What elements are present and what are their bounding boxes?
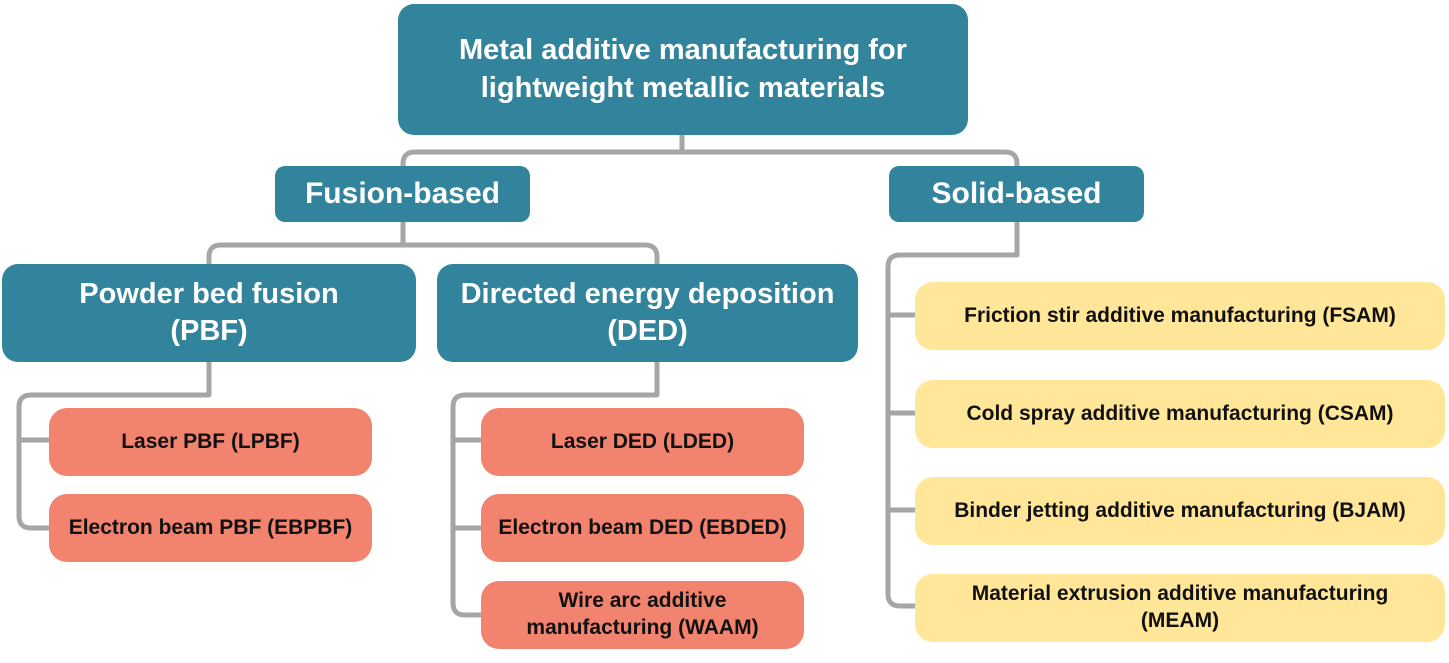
fusion-based-node: Fusion-based xyxy=(275,166,530,222)
ded-node: Directed energy deposition (DED) xyxy=(437,264,858,362)
meam-node: Material extrusion additive manufacturin… xyxy=(915,574,1445,642)
bjam-label: Binder jetting additive manufacturing (B… xyxy=(954,498,1406,522)
connector-solid-children xyxy=(885,219,1020,609)
ebded-label: Electron beam DED (EBDED) xyxy=(498,515,787,539)
root-node-label: Metal additive manufacturing for lightwe… xyxy=(459,34,907,104)
lpbf-node: Laser PBF (LPBF) xyxy=(49,408,372,476)
lpbf-label: Laser PBF (LPBF) xyxy=(121,429,300,453)
ded-label: Directed energy deposition (DED) xyxy=(460,277,835,347)
bjam-node: Binder jetting additive manufacturing (B… xyxy=(915,477,1445,545)
connector-fusion-to-ded xyxy=(400,242,660,269)
connector-fusion-to-pbf xyxy=(206,219,406,269)
solid-based-node: Solid-based xyxy=(889,166,1144,222)
ebpbf-label: Electron beam PBF (EBPBF) xyxy=(68,515,353,539)
connector-pbf-children xyxy=(16,359,212,531)
pbf-node: Powder bed fusion (PBF) xyxy=(2,264,416,362)
csam-node: Cold spray additive manufacturing (CSAM) xyxy=(915,380,1445,448)
fsam-node: Friction stir additive manufacturing (FS… xyxy=(915,282,1445,350)
csam-label: Cold spray additive manufacturing (CSAM) xyxy=(966,401,1394,425)
fsam-label: Friction stir additive manufacturing (FS… xyxy=(964,303,1396,327)
solid-based-label: Solid-based xyxy=(931,176,1102,210)
connector-root-to-fusion xyxy=(400,132,685,171)
root-node: Metal additive manufacturing for lightwe… xyxy=(398,4,968,135)
ebpbf-node: Electron beam PBF (EBPBF) xyxy=(49,494,372,562)
lded-node: Laser DED (LDED) xyxy=(481,408,804,476)
waam-label: Wire arc additive manufacturing (WAAM) xyxy=(526,589,759,639)
ebded-node: Electron beam DED (EBDED) xyxy=(481,494,804,562)
waam-node: Wire arc additive manufacturing (WAAM) xyxy=(481,581,804,649)
connector-ded-children xyxy=(450,359,660,618)
lded-label: Laser DED (LDED) xyxy=(550,429,735,453)
fusion-based-label: Fusion-based xyxy=(304,176,500,210)
connector-root-to-solid xyxy=(679,149,1020,171)
pbf-label: Powder bed fusion (PBF) xyxy=(79,277,339,347)
meam-label: Material extrusion additive manufacturin… xyxy=(971,582,1389,632)
